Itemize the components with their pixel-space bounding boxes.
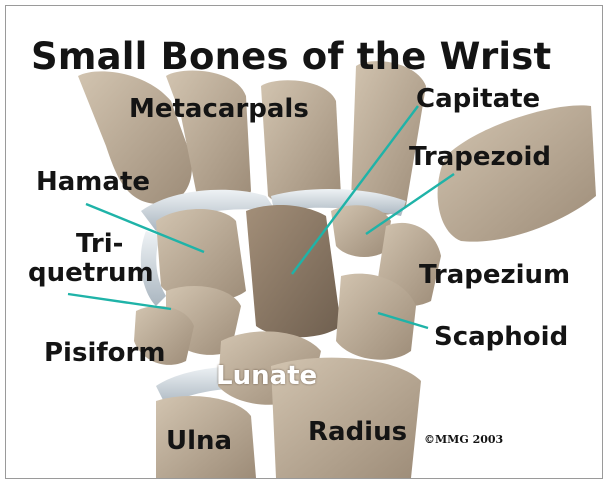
label-radius: Radius <box>308 419 407 445</box>
label-capitate: Capitate <box>416 86 540 112</box>
label-metacarpals: Metacarpals <box>129 96 309 122</box>
trapezoid-bone <box>331 205 391 257</box>
label-triquetrum-line1: Tri- <box>76 231 123 257</box>
label-triquetrum-line2: quetrum <box>28 260 154 286</box>
diagram-title: Small Bones of the Wrist <box>31 38 551 75</box>
label-trapezoid: Trapezoid <box>409 144 551 170</box>
diagram-frame: Small Bones of the Wrist Metacarpals Cap… <box>5 5 603 479</box>
copyright-notice: ©MMG 2003 <box>424 434 503 445</box>
label-pisiform: Pisiform <box>44 340 165 366</box>
label-scaphoid: Scaphoid <box>434 324 568 350</box>
label-trapezium: Trapezium <box>419 262 570 288</box>
label-lunate: Lunate <box>216 363 317 389</box>
label-ulna: Ulna <box>166 428 232 454</box>
label-hamate: Hamate <box>36 169 150 195</box>
